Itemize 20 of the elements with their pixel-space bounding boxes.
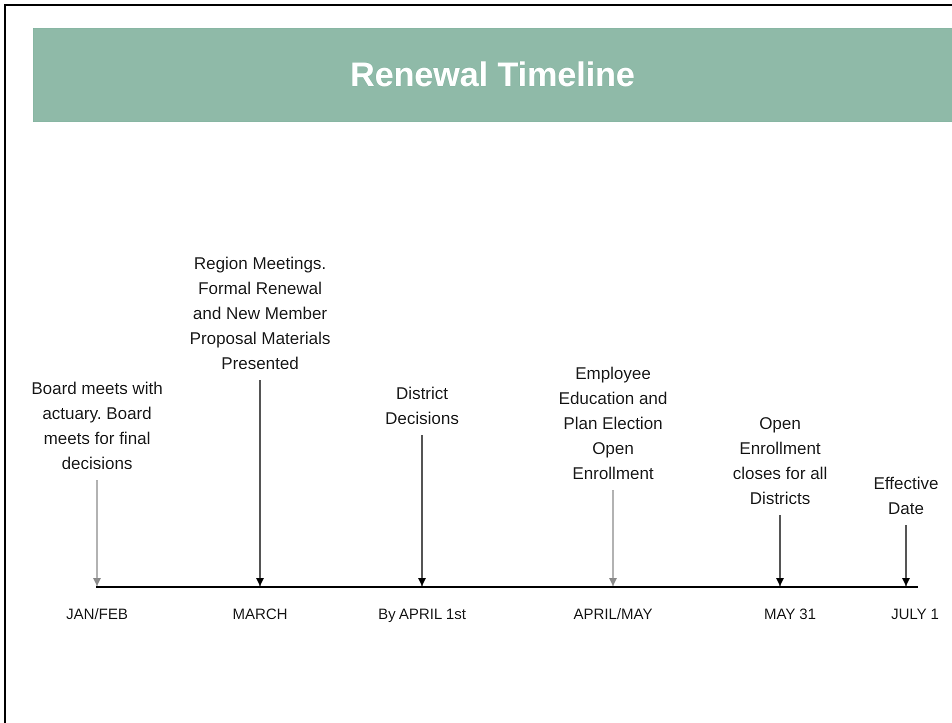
event-text: Employee Education and Plan Election Open Enrollment [558, 363, 668, 485]
date-label: By APRIL 1st [377, 606, 467, 623]
arrow [256, 380, 264, 586]
arrow [93, 480, 101, 586]
timeline-axis [96, 586, 918, 588]
arrow [418, 435, 426, 586]
arrow [776, 515, 784, 586]
arrow [609, 490, 617, 586]
event-text: District Decisions [384, 383, 460, 430]
arrow [902, 525, 910, 586]
date-label: JAN/FEB [65, 606, 129, 623]
date-label: JULY 1 [890, 606, 940, 623]
event-text: Open Enrollment closes for all Districts [732, 413, 828, 510]
date-label: MARCH [232, 606, 288, 623]
event-text: Region Meetings. Formal Renewal and New Member Proposal Materials Presented [189, 253, 331, 375]
event-text: Effective Date [872, 473, 940, 520]
title: Renewal Timeline [350, 56, 635, 94]
date-label: APRIL/MAY [572, 606, 654, 623]
date-label: MAY 31 [763, 606, 817, 623]
event-text: Board meets with actuary. Board meets for final decisions [30, 378, 164, 475]
